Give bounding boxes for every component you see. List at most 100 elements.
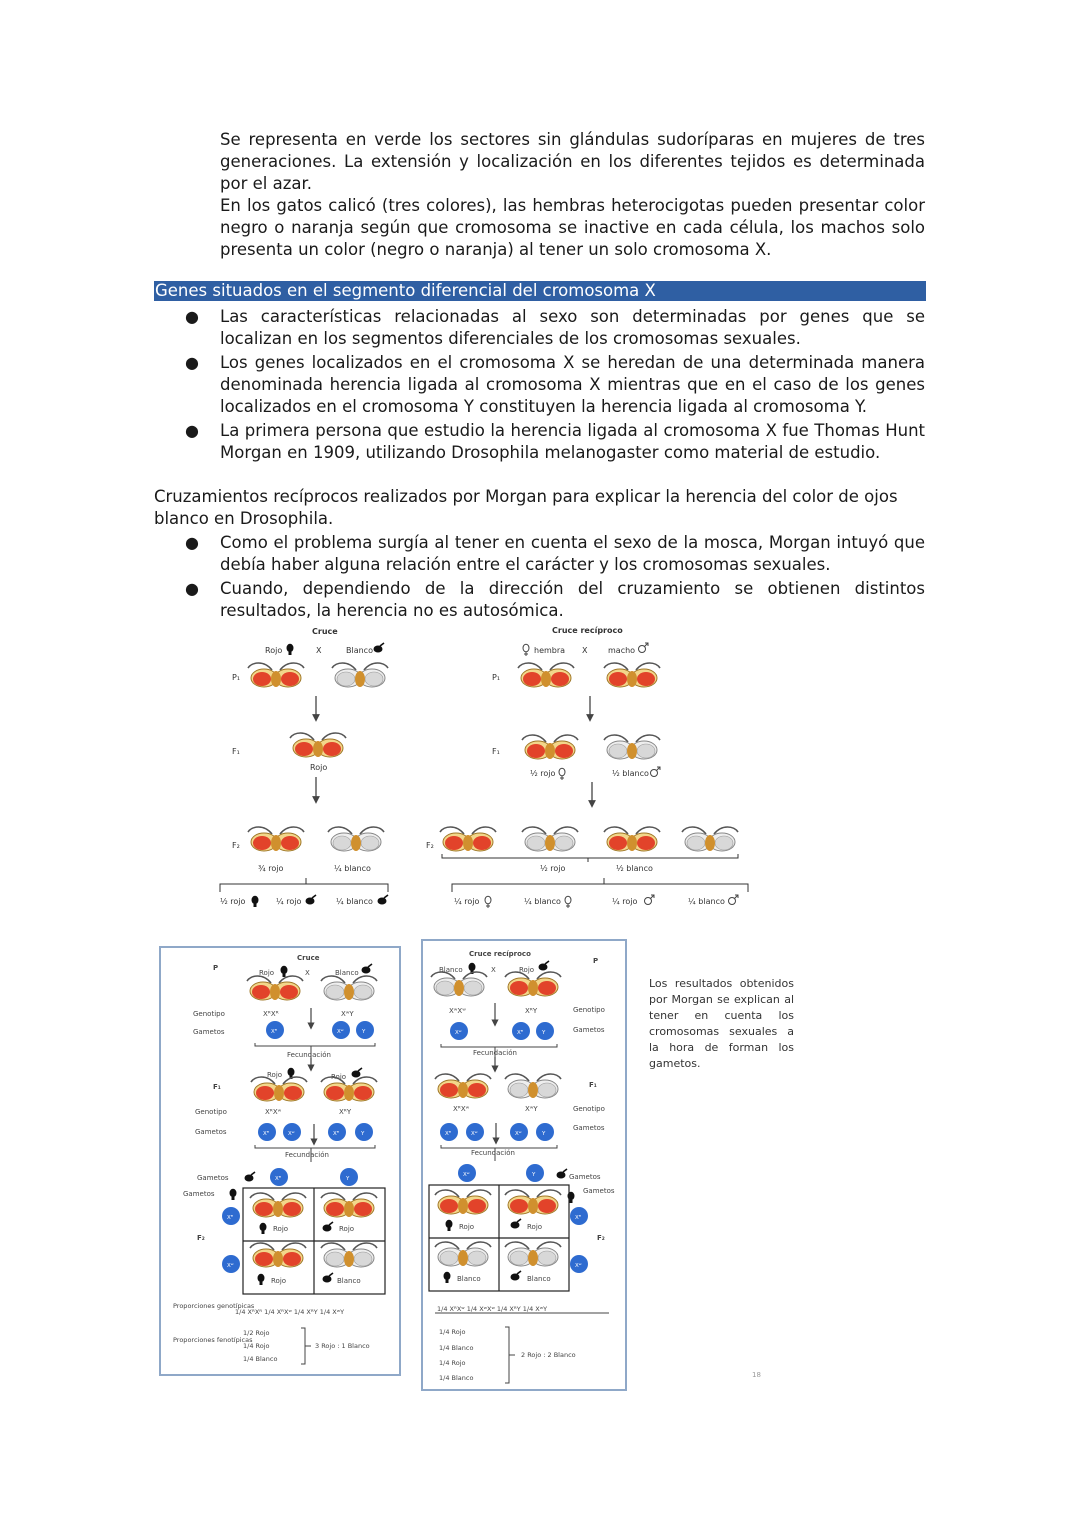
- male-symbol-icon: [360, 963, 373, 975]
- punnett-left-title: Cruce: [297, 954, 320, 962]
- red-eye-fly-icon: [517, 662, 575, 688]
- svg-text:Gametos: Gametos: [573, 1026, 605, 1034]
- svg-text:Rojo: Rojo: [267, 1071, 282, 1079]
- svg-text:Xʷ: Xʷ: [471, 1131, 478, 1137]
- svg-text:Y: Y: [345, 1176, 350, 1182]
- left-f2-a: ¾ rojo: [258, 864, 284, 873]
- white-eye-fly-icon: [320, 975, 378, 1001]
- svg-text:Genotipo: Genotipo: [195, 1108, 227, 1116]
- svg-text:Xᴿ: Xᴿ: [227, 1214, 234, 1221]
- cross-symbol: X: [316, 646, 322, 655]
- svg-text:Xʷ: Xʷ: [455, 1030, 462, 1036]
- gen-p1-label: P₁: [232, 673, 240, 682]
- female-symbol-icon: [558, 767, 566, 781]
- svg-text:Xᴿ: Xᴿ: [333, 1130, 340, 1137]
- svg-text:P: P: [593, 957, 598, 965]
- svg-text:XʷY: XʷY: [341, 1010, 354, 1018]
- male-symbol-icon: [638, 642, 649, 653]
- white-eye-fly-icon: [504, 1073, 562, 1099]
- svg-text:XʷXʷ: XʷXʷ: [449, 1007, 466, 1015]
- svg-text:Rojo: Rojo: [271, 1277, 286, 1285]
- white-eye-fly-icon: [430, 971, 488, 997]
- svg-text:Gametos: Gametos: [569, 1173, 601, 1181]
- intro-paragraph-1: Se representa en verde los sectores sin …: [220, 130, 925, 193]
- svg-text:1/2 Rojo: 1/2 Rojo: [243, 1329, 270, 1337]
- svg-text:Fecundación: Fecundación: [471, 1149, 515, 1157]
- female-symbol-icon: [522, 643, 530, 657]
- left-split-2: ¼ rojo: [276, 897, 302, 906]
- svg-text:Rojo: Rojo: [259, 969, 274, 977]
- white-eye-fly-icon: [331, 662, 389, 688]
- svg-text:Genotipo: Genotipo: [573, 1105, 605, 1113]
- svg-text:1/4 Rojo: 1/4 Rojo: [439, 1359, 466, 1367]
- gen-f1-label: F₁: [232, 747, 240, 756]
- svg-text:F₁: F₁: [492, 747, 500, 756]
- svg-text:1/4 XᴿXᴿ 1/4 XᴿXʷ 1/4 XᴿY 1: 1/4 XᴿXᴿ 1/4 XᴿXʷ 1/4 XᴿY 1/4 XʷY: [235, 1308, 344, 1316]
- svg-text:Rojo: Rojo: [339, 1225, 354, 1233]
- left-split-3: ¼ blanco: [336, 897, 373, 906]
- red-eye-fly-icon: [434, 1073, 492, 1099]
- female-symbol-icon: [280, 965, 288, 977]
- svg-text:Blanco: Blanco: [439, 966, 463, 974]
- male-symbol-icon: [304, 894, 317, 906]
- red-eye-fly-icon: [289, 732, 347, 758]
- svg-text:Blanco: Blanco: [457, 1275, 481, 1283]
- svg-text:Y: Y: [531, 1172, 536, 1178]
- side-note: Los resultados obtenidos por Morgan se e…: [649, 977, 794, 1070]
- left-f2-b: ¼ blanco: [334, 864, 371, 873]
- svg-text:Y: Y: [361, 1029, 366, 1035]
- svg-text:F₂: F₂: [197, 1234, 205, 1242]
- female-symbol-icon: [484, 895, 492, 909]
- list-item: ●Como el problema surgía al tener en cue…: [185, 533, 925, 574]
- red-eye-fly-icon: [246, 975, 304, 1001]
- male-symbol-icon: [372, 642, 385, 654]
- red-eye-fly-icon: [250, 1076, 308, 1102]
- svg-text:Blanco: Blanco: [335, 969, 359, 977]
- white-eye-fly-icon: [521, 826, 579, 852]
- female-symbol-icon: [251, 895, 259, 907]
- right-split-3: ¼ rojo: [612, 897, 638, 906]
- list-item: ●Las características relacionadas al sex…: [185, 307, 925, 348]
- svg-text:Rojo: Rojo: [273, 1225, 288, 1233]
- svg-text:Xᴿ: Xᴿ: [271, 1028, 278, 1035]
- svg-text:XᴿXʷ: XᴿXʷ: [453, 1105, 470, 1113]
- svg-text:Xʷ: Xʷ: [337, 1029, 344, 1035]
- bullet-icon: ●: [185, 307, 199, 326]
- svg-text:Rojo: Rojo: [459, 1223, 474, 1231]
- svg-text:1/4 Blanco: 1/4 Blanco: [439, 1344, 473, 1352]
- svg-text:Gametos: Gametos: [197, 1174, 229, 1182]
- figure-punnett-cross: Cruce P Rojo X Blanco Genotipo XᴿXᴿ XʷY …: [159, 946, 401, 1376]
- list-item: ●La primera persona que estudio la heren…: [185, 421, 925, 462]
- left-split-1: ½ rojo: [220, 897, 246, 906]
- svg-text:1/4 Blanco: 1/4 Blanco: [243, 1355, 277, 1363]
- left-cross-title: Cruce: [312, 627, 338, 636]
- page-number: 18: [752, 1371, 761, 1379]
- svg-text:F₂: F₂: [426, 841, 434, 850]
- svg-text:Gametos: Gametos: [193, 1028, 225, 1036]
- red-eye-fly-icon: [439, 826, 497, 852]
- red-eye-fly-icon: [247, 662, 305, 688]
- svg-text:Gametos: Gametos: [183, 1190, 215, 1198]
- svg-text:Xʷ: Xʷ: [515, 1131, 522, 1137]
- gen-f2-label: F₂: [232, 841, 240, 850]
- svg-text:Y: Y: [360, 1131, 365, 1137]
- p-label: P: [213, 964, 218, 972]
- left-f1-label: Rojo: [310, 763, 327, 772]
- right-parent-a-label: hembra: [534, 646, 565, 655]
- crosses-intro: Cruzamientos recíprocos realizados por M…: [154, 487, 898, 528]
- right-f2-b: ½ blanco: [616, 864, 653, 873]
- right-f1-a: ½ rojo: [530, 769, 556, 778]
- right-cross-title: Cruce recíproco: [552, 626, 623, 635]
- svg-text:Gametos: Gametos: [573, 1124, 605, 1132]
- svg-text:Xᴿ: Xᴿ: [275, 1175, 282, 1182]
- list-item: ●Cuando, dependiendo de la dirección del…: [185, 579, 925, 620]
- svg-text:F₂: F₂: [597, 1234, 605, 1242]
- svg-text:Blanco: Blanco: [337, 1277, 361, 1285]
- svg-text:XᴿY: XᴿY: [525, 1007, 538, 1015]
- left-parent-b-label: Blanco: [346, 646, 373, 655]
- right-f1-b: ½ blanco: [612, 769, 649, 778]
- svg-text:Rojo: Rojo: [331, 1073, 346, 1081]
- svg-text:Xʷ: Xʷ: [288, 1131, 295, 1137]
- svg-text:Xᴿ: Xᴿ: [575, 1214, 582, 1221]
- red-eye-fly-icon: [603, 826, 661, 852]
